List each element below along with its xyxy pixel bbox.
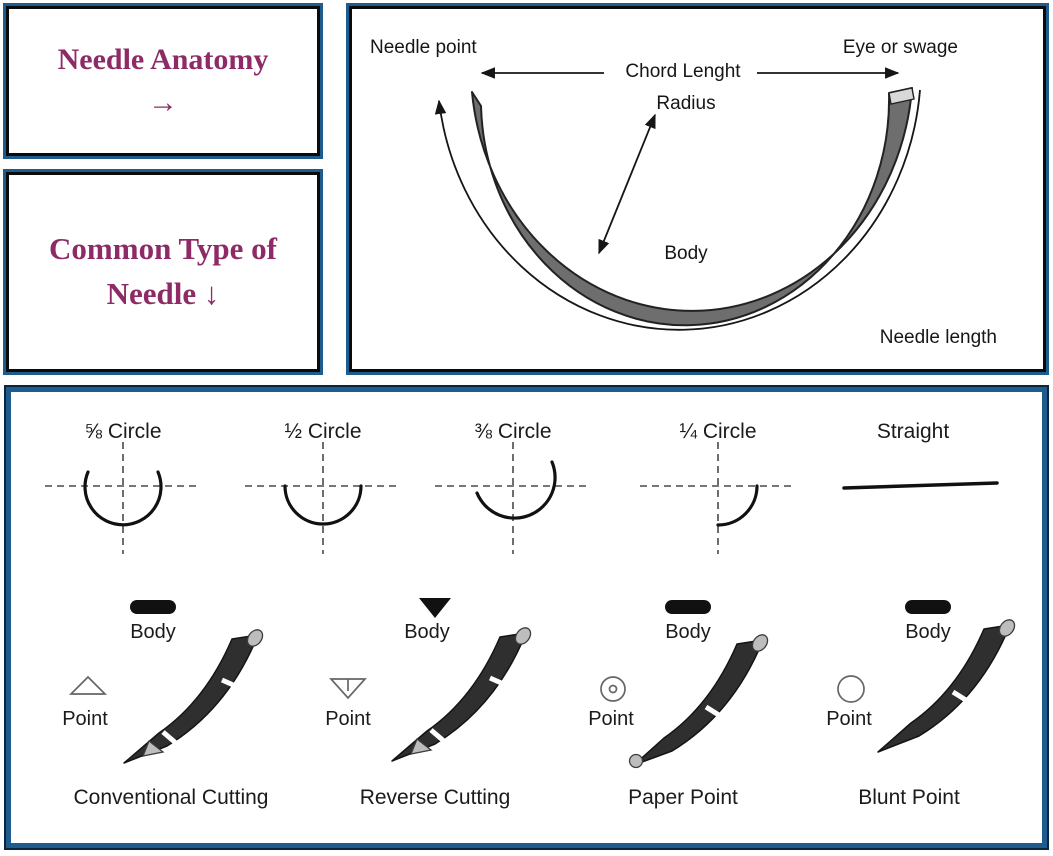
- needle-length-arc: [434, 89, 921, 331]
- types-title: Common Type of Needle ↓: [9, 175, 317, 369]
- needle-body-shape: [471, 87, 913, 327]
- types-title-text-line2: Needle ↓: [106, 276, 220, 311]
- reverse-body-triangle-icon: [419, 598, 451, 618]
- circle-dot-icon: [600, 676, 626, 702]
- radius-arrow: [598, 113, 656, 255]
- reverse-point-label: Point: [325, 708, 371, 730]
- three-eighths-circle-arc: [475, 460, 557, 520]
- blunt-point-label: Point: [826, 708, 872, 730]
- label-radius: Radius: [656, 93, 716, 114]
- label-needle-point: Needle point: [370, 37, 477, 58]
- straight-needle-line: [842, 481, 999, 490]
- anatomy-title: Needle Anatomy →: [9, 9, 317, 153]
- circle-icon: [837, 675, 865, 703]
- crosshair-guides: [45, 442, 796, 554]
- triangle-up-icon: [68, 675, 108, 695]
- label-straight: Straight: [876, 420, 950, 443]
- conventional-needle-illustration: [123, 629, 264, 764]
- quarter-circle-arc: [716, 484, 759, 527]
- swage-end-highlight: [888, 87, 915, 105]
- label-half-circle: ½ Circle: [284, 420, 362, 443]
- conventional-cutting-name: Conventional Cutting: [73, 786, 269, 809]
- blunt-body-pill-icon: [905, 600, 951, 614]
- paper-body-label: Body: [665, 621, 711, 643]
- conventional-body-label: Body: [130, 621, 176, 643]
- reverse-cutting-name: Reverse Cutting: [359, 786, 511, 809]
- label-chord-length: Chord Lenght: [625, 61, 741, 82]
- label-body: Body: [664, 243, 708, 264]
- panel-anatomy-diagram: Needle point Eye or swage Chord Lenght R…: [349, 6, 1046, 372]
- panel-anatomy-title: Needle Anatomy →: [6, 6, 320, 156]
- needle-types-graphic: [45, 442, 1016, 769]
- conventional-point-label: Point: [62, 708, 108, 730]
- anatomy-title-text: Needle Anatomy: [57, 42, 269, 76]
- paper-body-pill-icon: [665, 600, 711, 614]
- triangle-down-icon: [329, 678, 367, 700]
- reverse-needle-illustration: [391, 627, 532, 762]
- label-three-eighths-circle: ⅜ Circle: [474, 420, 552, 443]
- paper-point-label: Point: [588, 708, 634, 730]
- conventional-body-pill-icon: [130, 600, 176, 614]
- panel-common-needle-types: ⅝ Circle ½ Circle ⅜ Circle ¼ Circle Stra…: [6, 387, 1047, 848]
- panel-types-title: Common Type of Needle ↓: [6, 172, 320, 372]
- anatomy-diagram-graphic: [434, 67, 921, 331]
- label-five-eighths-circle: ⅝ Circle: [84, 420, 162, 443]
- five-eighths-circle-arc: [83, 470, 163, 527]
- half-circle-arc: [283, 484, 363, 526]
- right-arrow-glyph: →: [148, 86, 178, 119]
- blunt-needle-illustration: [877, 619, 1016, 753]
- label-eye-or-swage: Eye or swage: [842, 37, 958, 58]
- types-title-text-line1: Common Type of: [49, 231, 277, 267]
- blunt-point-name: Blunt Point: [858, 786, 960, 809]
- label-quarter-circle: ¼ Circle: [679, 420, 757, 443]
- blunt-body-label: Body: [905, 621, 951, 643]
- reverse-body-label: Body: [404, 621, 450, 643]
- paper-point-name: Paper Point: [628, 786, 738, 809]
- paper-needle-illustration: [628, 634, 769, 769]
- label-needle-length: Needle length: [879, 327, 997, 348]
